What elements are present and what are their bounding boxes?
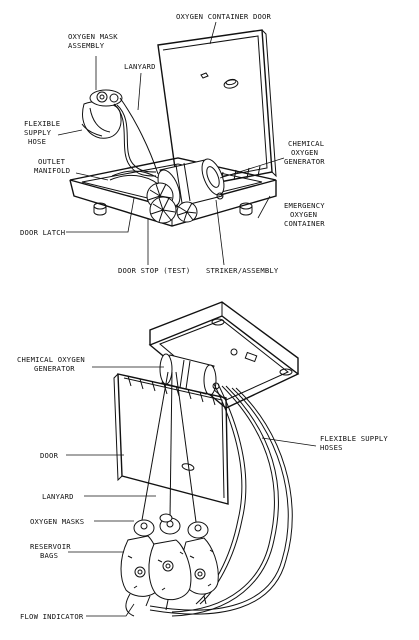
label-reservoir-bags: RESERVOIR BAGS (30, 542, 75, 560)
label-flexible-supply-hose: FLEXIBLE SUPPLY HOSE (24, 119, 65, 146)
label-lanyard-bottom: LANYARD (42, 492, 74, 501)
label-lanyard-top: LANYARD (124, 62, 156, 71)
label-outlet-manifold: OUTLET MANIFOLD (34, 157, 70, 175)
bottom-hoses-drawing (125, 383, 293, 617)
label-oxygen-mask-assembly: OXYGEN MASK ASSEMBLY (68, 32, 122, 50)
label-chemical-oxygen-generator-top: CHEMICAL OXYGEN GENERATOR (284, 139, 329, 166)
bottom-figure: CHEMICAL OXYGEN GENERATOR FLEXIBLE SUPPL… (17, 301, 392, 621)
label-flexible-supply-hoses: FLEXIBLE SUPPLY HOSES (320, 434, 392, 452)
label-door-bottom: DOOR (40, 451, 59, 460)
bottom-labels: CHEMICAL OXYGEN GENERATOR FLEXIBLE SUPPL… (17, 355, 392, 621)
top-figure: OXYGEN CONTAINER DOOR OXYGEN MASK ASSEMB… (20, 12, 329, 275)
bottom-lanyards-drawing (141, 371, 197, 523)
bottom-leader-lines (66, 366, 317, 617)
label-chemical-oxygen-generator-bottom: CHEMICAL OXYGEN GENERATOR (17, 355, 89, 373)
bottom-generator-drawing (159, 353, 220, 396)
bottom-masks-drawing (120, 513, 219, 611)
label-oxygen-container-door: OXYGEN CONTAINER DOOR (176, 12, 272, 21)
label-flow-indicator: FLOW INDICATOR (20, 612, 84, 621)
label-door-latch: DOOR LATCH (20, 228, 65, 237)
label-striker-assembly: STRIKER/ASSEMBLY (206, 266, 279, 275)
label-emergency-oxygen-container: EMERGENCY OXYGEN CONTAINER (284, 201, 329, 228)
top-mask-assembly-drawing (81, 89, 159, 177)
top-masks-in-box-drawing (109, 170, 198, 224)
top-leader-lines (57, 21, 285, 266)
label-oxygen-masks: OXYGEN MASKS (30, 517, 84, 526)
label-door-stop-test: DOOR STOP (TEST) (118, 266, 190, 275)
top-labels: OXYGEN CONTAINER DOOR OXYGEN MASK ASSEMB… (20, 12, 329, 275)
